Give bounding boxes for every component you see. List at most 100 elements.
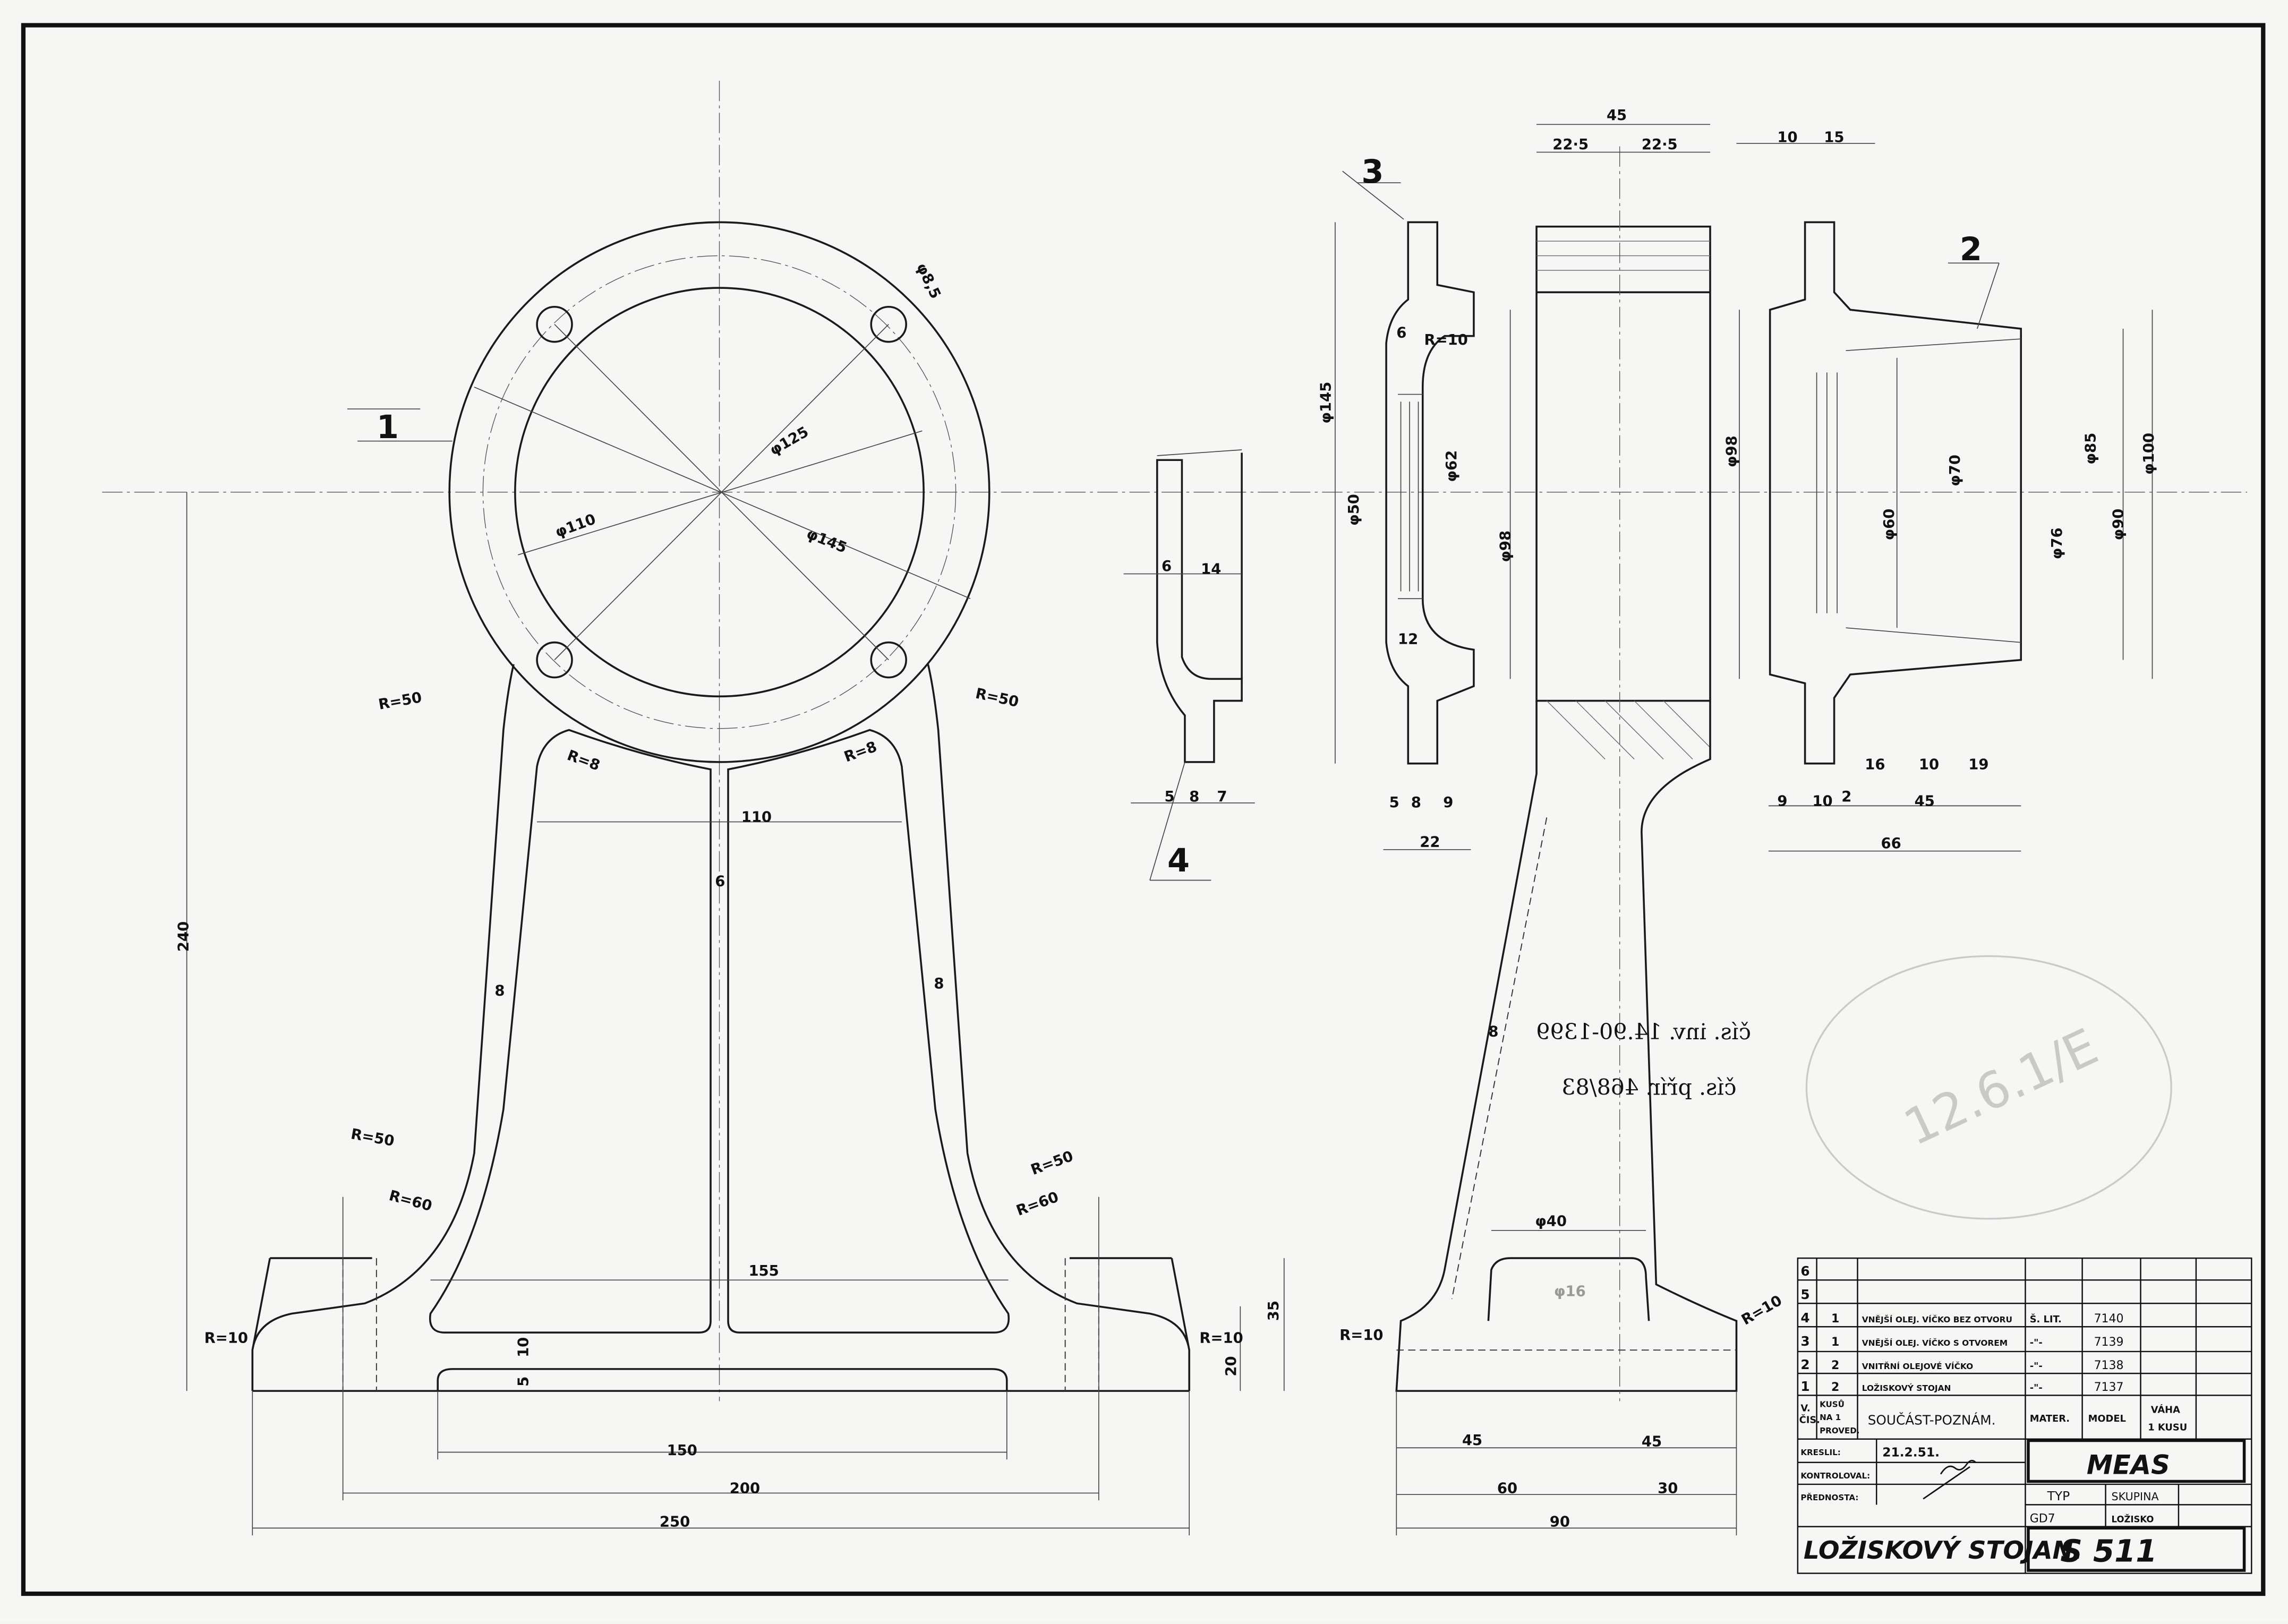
parts-list-material: Š. LIT.	[2030, 1313, 2062, 1325]
dimension-label: 9	[1777, 793, 1787, 809]
parts-list-material: -"-	[2030, 1382, 2043, 1394]
parts-list-qty: 1	[1831, 1312, 1839, 1326]
dimension-label: 2	[1841, 789, 1851, 805]
left-window	[429, 729, 712, 1334]
part-number-label: 4	[1167, 842, 1190, 879]
header-qty-c: PROVED.	[1820, 1426, 1859, 1435]
bolt-hole	[870, 305, 907, 343]
parts-list-material: -"-	[2030, 1337, 2043, 1348]
parts-list-pos: 3	[1800, 1334, 1809, 1349]
dimension-label: 45	[1462, 1432, 1482, 1449]
dimension-label: φ85	[2082, 433, 2099, 465]
dimension-label: 30	[1658, 1480, 1678, 1497]
accession-note: čís. přír. 468/83	[1561, 1074, 1736, 1100]
dimension-label: φ60	[1881, 509, 1898, 541]
checked-label: KONTROLOVAL:	[1800, 1471, 1870, 1481]
cap-3	[1385, 221, 1475, 765]
parts-list-model: 7140	[2094, 1312, 2124, 1326]
parts-list-pos: 2	[1800, 1357, 1809, 1372]
dimension-label: 5	[1164, 789, 1174, 805]
parts-list-model: 7139	[2094, 1336, 2124, 1349]
dimension-label: φ40	[1535, 1213, 1567, 1230]
right-window	[727, 729, 1010, 1334]
parts-list-model: 7137	[2094, 1381, 2124, 1394]
dimension-label: 250	[660, 1514, 690, 1531]
bolt-hole	[536, 641, 573, 679]
side-view	[1335, 124, 2153, 1536]
parts-list-qty: 1	[1831, 1336, 1839, 1349]
dimension-label: 240	[175, 921, 192, 952]
dimension-label: 15	[1824, 129, 1844, 146]
dimension-label: 155	[748, 1263, 779, 1279]
front-view	[102, 80, 2248, 1536]
dimension-label: 10	[1812, 793, 1832, 809]
type-label: TYP	[2047, 1489, 2070, 1503]
company-name: MEAS	[2087, 1450, 2170, 1481]
dimension-label: 5	[516, 1377, 532, 1387]
dimension-label: φ70	[1947, 455, 1963, 486]
header-weight-b: 1 KUSU	[2148, 1422, 2187, 1433]
head-label: PŘEDNOSTA:	[1800, 1492, 1858, 1502]
hub	[1535, 225, 1711, 702]
header-model: MODEL	[2088, 1413, 2126, 1424]
header-weight-a: VÁHA	[2151, 1404, 2180, 1415]
dimension-label: 60	[1497, 1480, 1517, 1497]
drawing-number: S 511	[2060, 1533, 2157, 1569]
group-label: SKUPINA	[2112, 1490, 2159, 1503]
dimension-label: 14	[1201, 561, 1221, 578]
header-name: SOUČÁST-POZNÁM.	[1868, 1412, 1996, 1428]
dimension-label: 7	[1217, 789, 1227, 805]
dimension-label: 8	[1411, 794, 1421, 811]
drawn-label: KRESLIL:	[1800, 1448, 1840, 1457]
dimension-label: φ50	[1346, 494, 1362, 526]
dimension-label: 8	[494, 983, 505, 999]
dimension-label: 8	[1488, 1023, 1498, 1040]
dimension-label: 10	[1777, 129, 1797, 146]
parts-list-pos: 5	[1800, 1287, 1809, 1302]
part-number-label: 2	[1960, 231, 1982, 268]
header-pos-b: ČIS.	[1799, 1414, 1820, 1426]
dimension-label: 22	[1420, 834, 1440, 850]
dimension-label: φ145	[1318, 382, 1335, 424]
part-number-label: 1	[377, 409, 399, 446]
inventory-note: čís. inv. 14.90-1399	[1536, 1019, 1751, 1045]
dimension-label: R=10	[1339, 1327, 1383, 1344]
bolt-hole	[870, 641, 907, 679]
parts-list-pos: 1	[1800, 1379, 1809, 1394]
dimension-label: φ90	[2111, 509, 2127, 541]
parts-list-qty: 2	[1831, 1381, 1839, 1394]
dimension-label: 5	[1389, 794, 1399, 811]
parts-list-qty: 2	[1831, 1359, 1839, 1372]
stand-outline	[251, 664, 1190, 1392]
dimension-label: φ16	[1554, 1284, 1586, 1300]
signature	[1923, 1459, 1977, 1500]
dimension-label: φ98	[1723, 435, 1740, 467]
drawing-title: LOŽISKOVÝ STOJAN.	[1804, 1536, 2083, 1565]
dimension-label: 16	[1865, 757, 1885, 773]
bolt-hole	[536, 305, 573, 343]
dimension-label: 66	[1881, 835, 1901, 852]
dimension-label: 8	[1189, 789, 1199, 805]
dimension-label: 90	[1550, 1514, 1570, 1531]
dimension-label: 200	[730, 1480, 760, 1497]
dimension-label: R=10	[1424, 332, 1468, 348]
parts-list-name: VNĚJŠÍ OLEJ. VÍČKO S OTVOREM	[1862, 1338, 2008, 1348]
header-material: MATER.	[2030, 1413, 2070, 1424]
base-slot	[437, 1368, 1008, 1391]
dimension-label: φ62	[1444, 450, 1460, 482]
flange-outer-circle	[448, 221, 991, 763]
header-pos-a: V.	[1800, 1403, 1810, 1414]
parts-list-name: VNITŘNÍ OLEJOVÉ VÍČKO	[1862, 1361, 1973, 1371]
header-qty-a: KUSŮ	[1820, 1399, 1845, 1409]
dimension-label: 45	[1607, 107, 1627, 124]
dimension-label: R=10	[1199, 1330, 1243, 1346]
dimension-label: 150	[667, 1442, 697, 1459]
dimension-label: 6	[1396, 324, 1406, 341]
cap-2	[1769, 221, 2022, 765]
dimension-label: 9	[1443, 794, 1453, 811]
dimension-label: 10	[516, 1337, 532, 1357]
parts-list-name: LOŽISKOVÝ STOJAN	[1862, 1383, 1951, 1393]
